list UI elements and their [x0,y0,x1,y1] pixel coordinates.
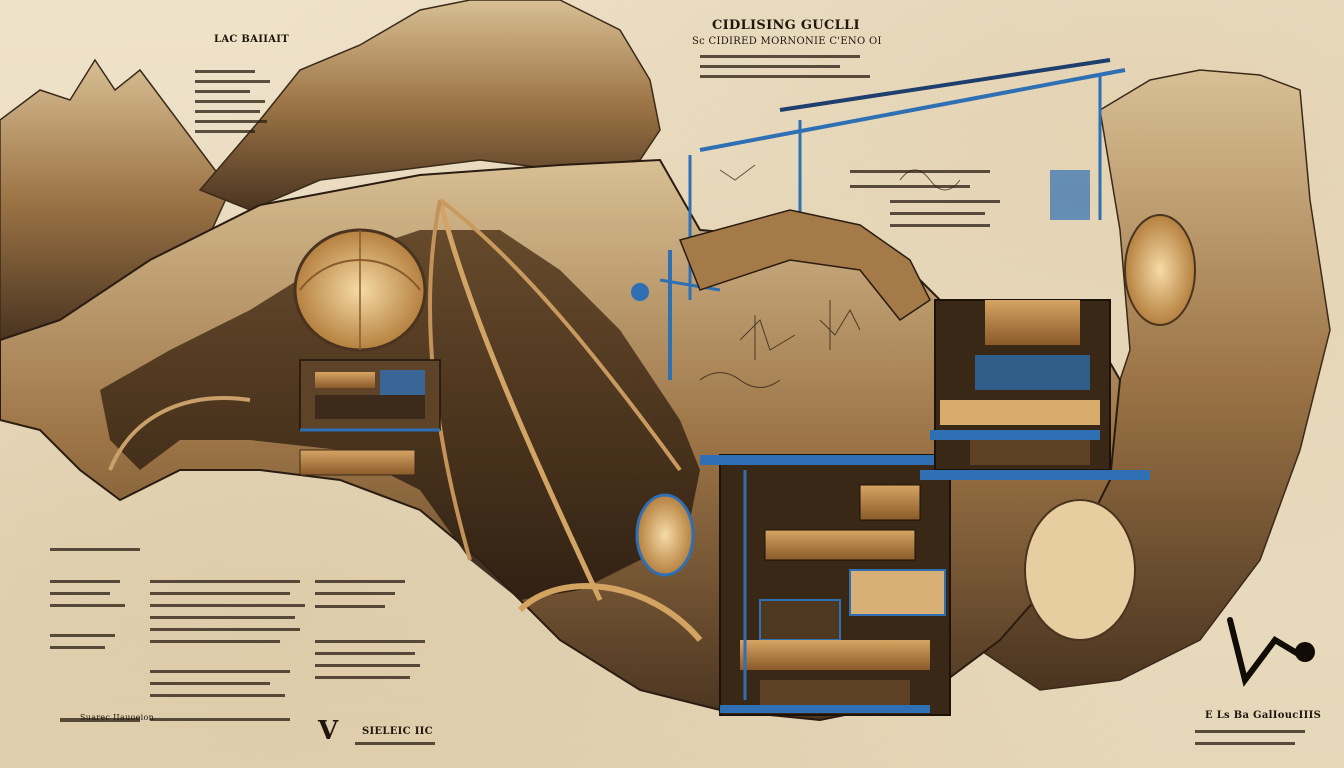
brush-mark [1227,617,1303,687]
bottom-center-logo-text: SIELEIC IIC [362,726,433,737]
rock-bridge [678,209,931,322]
bottom-left-glyph: V [318,716,339,746]
top-title: CIDLISING GUCLLI [712,18,860,33]
bottom-left-caption: Suarec IIauoeion [80,713,155,722]
top-rock-crown [198,0,661,211]
bottom-right-title: E Ls Ba GalIoucIIIS [1205,710,1322,721]
top-subtitle: Sc CIDIRED MORNONIE C'ENO OI [692,36,882,47]
left-heading: LAC BAIIAIT [214,34,289,45]
